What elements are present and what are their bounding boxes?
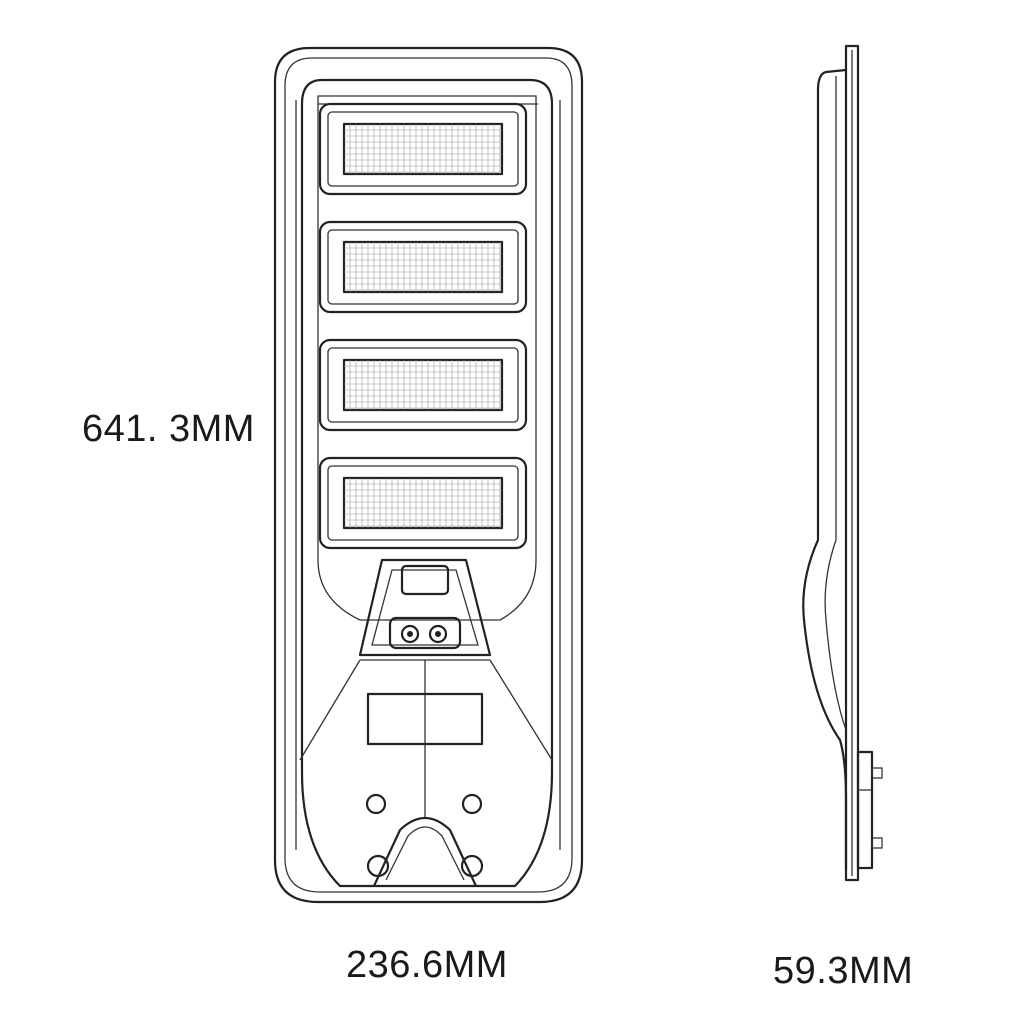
solar-cell-grid (344, 242, 502, 292)
screw-hole-lower-right (460, 854, 484, 878)
side-bracket-bolt-bottom (871, 837, 883, 849)
side-view (802, 44, 883, 882)
solar-panel-bevel (327, 111, 519, 187)
sensor-lens-left-dot (407, 631, 413, 637)
solar-panel-frame (318, 456, 528, 550)
pole-notch (373, 816, 477, 887)
screw-hole-upper-right (461, 793, 483, 815)
side-body-curve (802, 68, 848, 870)
solar-cell-grid (344, 360, 502, 410)
panel-pocket (317, 95, 537, 621)
solar-panel-bevel (327, 347, 519, 423)
solar-panels (318, 102, 528, 550)
solar-cell-area (342, 476, 504, 530)
front-view (273, 46, 584, 904)
solar-panel-frame (318, 220, 528, 314)
solar-panel-frame (318, 338, 528, 432)
pole-notch-inner (385, 826, 465, 881)
side-bracket-bolt-top (871, 767, 883, 779)
sensor-housing (358, 558, 492, 657)
right-diagonal (489, 659, 553, 761)
front-housing-outline (273, 46, 584, 904)
depth-dimension-label: 59.3MM (773, 950, 914, 992)
screw-hole-upper-left (365, 793, 387, 815)
sensor-housing-inner (371, 569, 479, 646)
front-inner-tray (300, 78, 554, 888)
side-body-inner (824, 76, 847, 731)
solar-cell-area (342, 122, 504, 176)
side-profile-outline (844, 44, 860, 882)
left-diagonal (299, 659, 361, 761)
width-dimension-label: 236.6MM (346, 944, 508, 986)
solar-cell-grid (344, 478, 502, 528)
solar-panel-frame (318, 102, 528, 196)
solar-cell-area (342, 358, 504, 412)
height-dimension-label: 641. 3MM (82, 408, 255, 450)
sensor-lens-right (428, 624, 448, 644)
label-plate (366, 692, 484, 746)
screw-hole-lower-left (366, 854, 390, 878)
solar-panel-bevel (327, 229, 519, 305)
sensor-lens-frame (388, 616, 462, 650)
side-bracket (856, 750, 874, 870)
solar-cell-area (342, 240, 504, 294)
front-housing-inner-rim (284, 57, 573, 893)
sensor-lens-right-dot (435, 631, 441, 637)
sensor-window (400, 564, 450, 596)
solar-panel-bevel (327, 465, 519, 541)
sensor-lens-left (400, 624, 420, 644)
solar-cell-grid (344, 124, 502, 174)
